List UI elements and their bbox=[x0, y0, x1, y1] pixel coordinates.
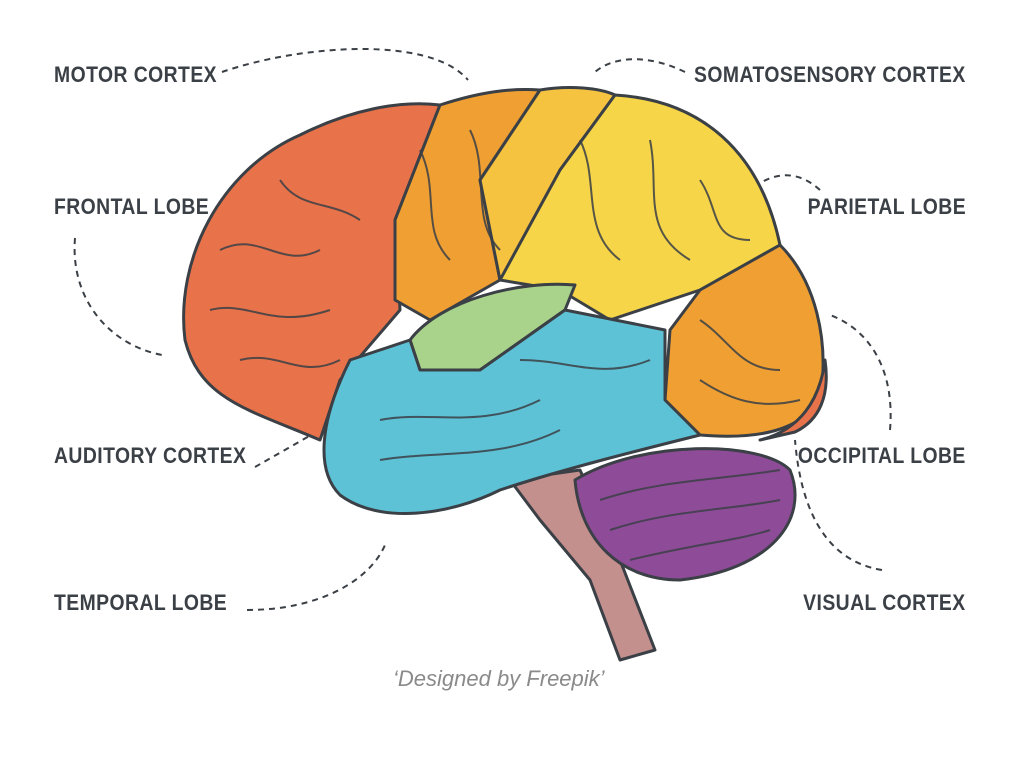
visual-cortex bbox=[758, 358, 828, 442]
label-temporal-lobe: TEMPORAL LOBE bbox=[54, 590, 228, 615]
sulci-lines bbox=[209, 129, 801, 561]
label-auditory-cortex: AUDITORY CORTEX bbox=[54, 443, 247, 468]
label-frontal-lobe: FRONTAL LOBE bbox=[54, 194, 210, 219]
label-motor-cortex: MOTOR CORTEX bbox=[54, 62, 218, 87]
frontal-lobe bbox=[182, 102, 442, 442]
arrow-visual-cortex bbox=[794, 439, 883, 571]
arrow-somatosensory-cortex bbox=[594, 58, 686, 73]
auditory-cortex bbox=[408, 282, 577, 372]
arrow-parietal-lobe bbox=[761, 174, 821, 191]
arrow-frontal-lobe bbox=[73, 237, 163, 356]
cerebellum bbox=[573, 447, 797, 582]
parietal-lobe bbox=[498, 93, 782, 322]
label-parietal-lobe: PARIETAL LOBE bbox=[807, 194, 966, 219]
label-occipital-lobe: OCCIPITAL LOBE bbox=[798, 443, 966, 468]
arrow-temporal-lobe bbox=[246, 544, 386, 611]
brain-regions bbox=[182, 86, 828, 662]
label-somatosensory-cortex: SOMATOSENSORY CORTEX bbox=[694, 62, 966, 87]
label-visual-cortex: VISUAL CORTEX bbox=[803, 590, 966, 615]
arrow-motor-cortex bbox=[221, 48, 469, 81]
arrow-occipital-lobe bbox=[829, 314, 892, 431]
credit-text: ‘Designed by Freepik’ bbox=[393, 666, 605, 691]
